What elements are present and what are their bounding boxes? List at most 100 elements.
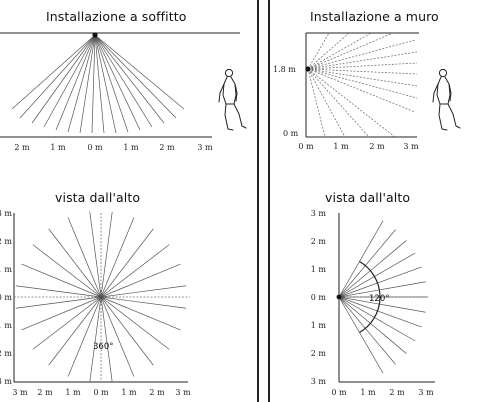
- ceiling-top-view: 360° 3 m 2 m 1 m 0 m 1 m 2 m 3 m 3 m 2 m…: [0, 209, 191, 397]
- y-tick: 1 m: [311, 321, 327, 330]
- detection-ray: [338, 296, 416, 342]
- detection-ray: [21, 263, 102, 298]
- detection-ray: [100, 244, 170, 298]
- detection-ray: [338, 252, 416, 298]
- y-tick: 1.8 m: [273, 65, 296, 74]
- detection-ray: [338, 229, 396, 298]
- detection-ray: [94, 34, 129, 133]
- coverage-angle-label: 360°: [93, 342, 113, 352]
- detection-ray: [94, 34, 105, 134]
- wall-top-view: 120° 3 m 2 m 1 m 0 m 1 m 2 m 3 m 0 m 1 m…: [311, 209, 435, 397]
- ceiling-coverage-rays: [15, 211, 187, 383]
- detection-ray: [94, 34, 153, 128]
- y-tick: 3 m: [311, 377, 327, 386]
- detection-ray: [307, 68, 370, 138]
- walking-person-icon: [218, 68, 247, 131]
- wall-top-view-title: vista dall'alto: [325, 190, 411, 205]
- detection-ray: [338, 296, 422, 328]
- panel-divider: [268, 0, 270, 402]
- y-tick: 2 m: [311, 237, 327, 246]
- detection-ray: [100, 296, 181, 331]
- detection-ray: [21, 296, 102, 331]
- x-tick: 3 m: [12, 388, 28, 397]
- wall-side-view: 1.8 m 0 m 0 m 1 m 2 m 3 m: [273, 32, 461, 151]
- x-tick: 1 m: [360, 388, 376, 397]
- detection-ray: [307, 68, 416, 113]
- y-tick: 2 m: [0, 237, 12, 246]
- y-tick: 0 m: [311, 293, 327, 302]
- y-tick: 1 m: [311, 265, 327, 274]
- x-tick: 1 m: [121, 388, 137, 397]
- detection-ray: [307, 32, 330, 70]
- y-tick: 3 m: [311, 209, 327, 218]
- x-tick: 3 m: [197, 143, 213, 152]
- detection-ray: [67, 296, 102, 377]
- x-tick: 1 m: [123, 143, 139, 152]
- x-tick: 0 m: [298, 142, 314, 151]
- wall-top-y-ticks: 3 m 2 m 1 m 0 m 1 m 2 m 3 m: [311, 209, 327, 386]
- ceiling-side-x-ticks: 2 m 1 m 0 m 1 m 2 m 3 m: [14, 143, 213, 152]
- detection-ray: [31, 34, 96, 124]
- wall-diagrams: 1.8 m 0 m 0 m 1 m 2 m 3 m 120°: [273, 32, 461, 397]
- sensor-icon: [305, 66, 311, 72]
- detection-ray: [307, 68, 326, 138]
- detection-ray: [48, 228, 102, 298]
- detection-ray: [338, 296, 426, 313]
- y-tick: 1 m: [0, 265, 12, 274]
- ceiling-diagrams: 2 m 1 m 0 m 1 m 2 m 3 m 360°: [0, 32, 247, 397]
- ceiling-top-view-title: vista dall'alto: [55, 190, 141, 205]
- sensor-icon: [336, 294, 342, 300]
- x-tick: 2 m: [369, 142, 385, 151]
- detection-ray: [100, 217, 135, 298]
- coverage-angle-label: 120°: [369, 294, 389, 304]
- detection-ray: [338, 296, 396, 365]
- ceiling-side-view: 2 m 1 m 0 m 1 m 2 m 3 m: [0, 32, 247, 152]
- detection-ray: [338, 266, 422, 298]
- detection-ray: [307, 68, 396, 138]
- detection-ray: [11, 34, 96, 110]
- detection-ray: [307, 32, 394, 70]
- detection-ray: [338, 240, 407, 298]
- y-tick: 0 m: [0, 293, 12, 302]
- y-tick: 2 m: [0, 349, 12, 358]
- detection-ray: [307, 62, 418, 70]
- x-tick: 0 m: [331, 388, 347, 397]
- detection-ray: [94, 34, 141, 131]
- detection-ray: [307, 68, 418, 75]
- x-tick: 0 m: [93, 388, 109, 397]
- detection-ray: [307, 32, 372, 70]
- detection-ray: [67, 217, 102, 298]
- x-tick: 1 m: [50, 143, 66, 152]
- ceiling-top-y-ticks: 3 m 2 m 1 m 0 m 1 m 2 m 3 m: [0, 209, 12, 386]
- detection-ray: [100, 296, 170, 350]
- sensor-icon: [92, 32, 98, 38]
- detection-ray: [100, 211, 113, 298]
- detection-ray: [94, 34, 117, 134]
- detection-ray: [89, 296, 102, 383]
- y-tick: 1 m: [0, 321, 12, 330]
- ceiling-detection-rays: [11, 34, 185, 134]
- detection-ray: [48, 296, 102, 366]
- detection-ray: [91, 34, 96, 134]
- detection-ray: [100, 296, 135, 377]
- x-tick: 3 m: [175, 388, 191, 397]
- detection-ray: [307, 68, 346, 138]
- detection-ray: [32, 296, 102, 350]
- detection-ray: [338, 296, 407, 354]
- y-tick: 0 m: [283, 129, 299, 138]
- y-tick: 2 m: [311, 349, 327, 358]
- x-tick: 2 m: [37, 388, 53, 397]
- detection-ray: [307, 39, 416, 70]
- detection-ray: [338, 281, 426, 298]
- wall-coverage-rays: [338, 220, 427, 374]
- detection-ray: [89, 211, 102, 298]
- ceiling-installation-panel: Installazione a soffitto vista dall'alto…: [0, 9, 247, 397]
- detection-ray: [100, 263, 181, 298]
- detection-ray: [307, 68, 418, 99]
- x-tick: 2 m: [14, 143, 30, 152]
- detection-ray: [15, 296, 102, 309]
- detection-ray: [100, 285, 187, 298]
- detection-ray: [94, 34, 165, 124]
- detection-ray: [19, 34, 96, 119]
- wall-top-x-ticks: 0 m 1 m 2 m 3 m: [331, 388, 434, 397]
